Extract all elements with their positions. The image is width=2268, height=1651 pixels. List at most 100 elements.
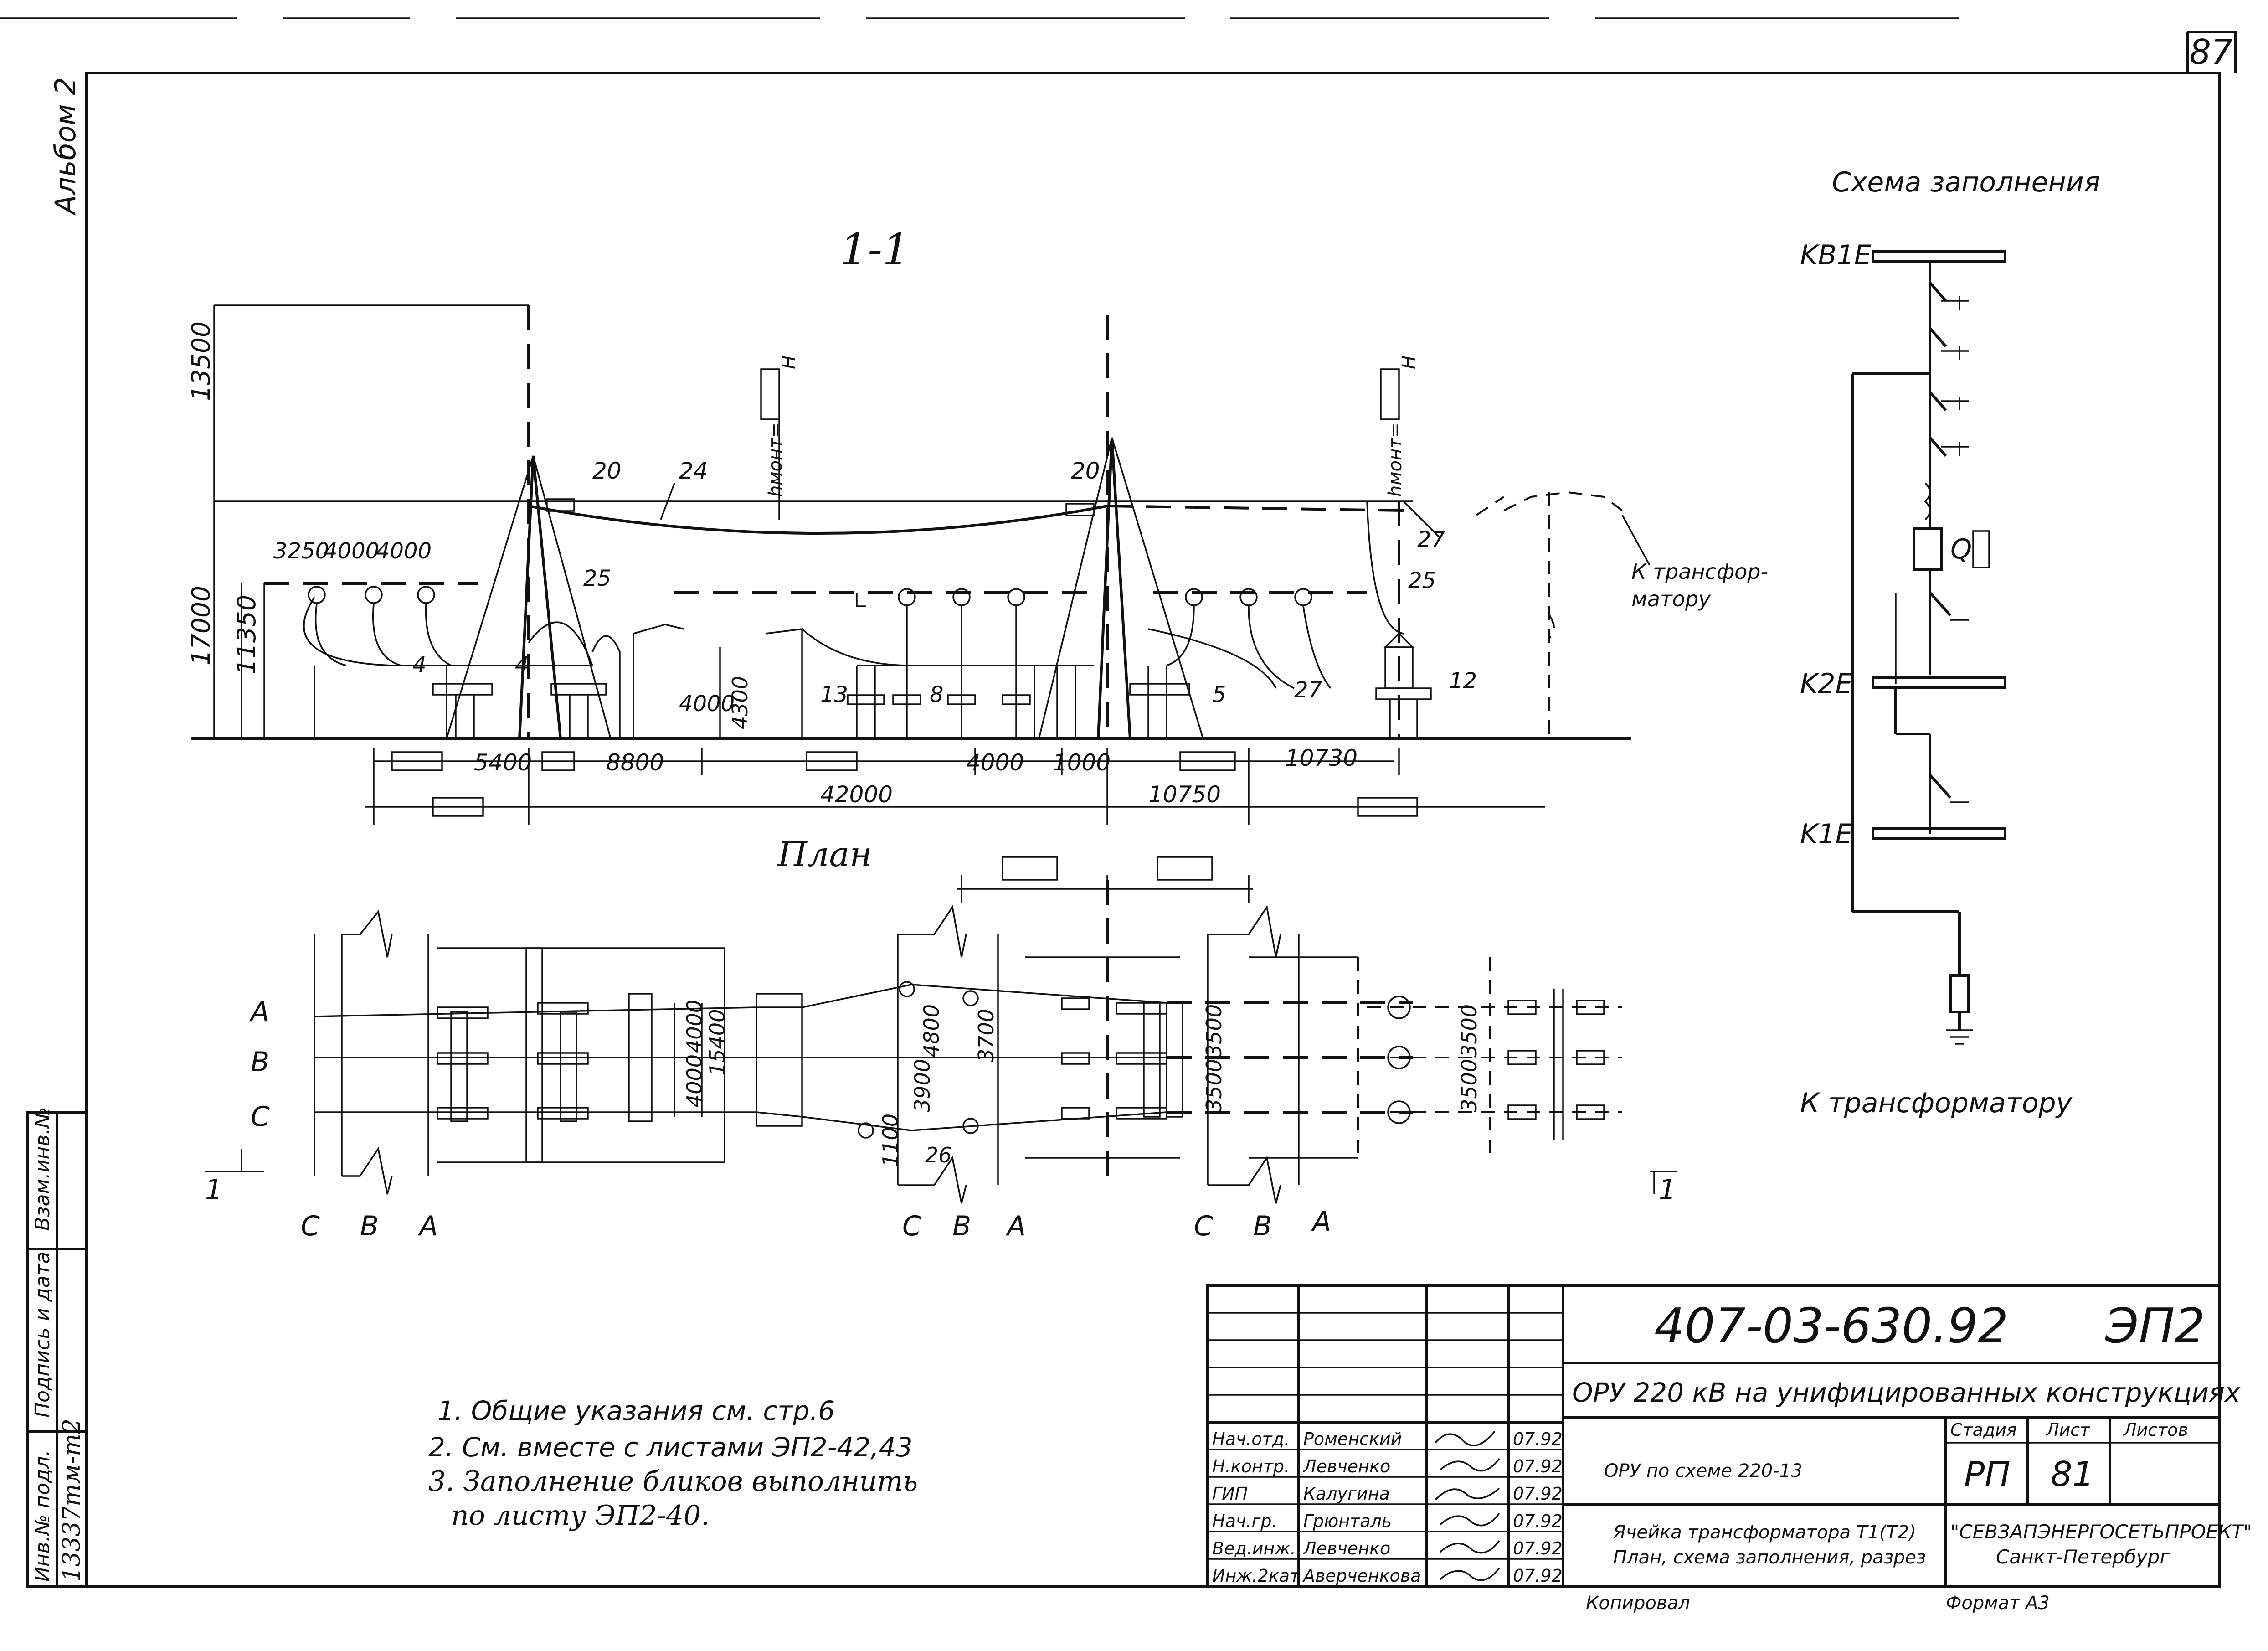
dim-4000b: 4000 xyxy=(376,538,432,564)
note-1: 1. Общие указания см. стр.6 xyxy=(437,1395,835,1426)
project-title: ОРУ 220 кВ на унифицированных конструкци… xyxy=(1572,1377,2241,1408)
wire-24 xyxy=(528,505,1108,535)
signer-rows: Нач.отд. Роменский 07.92 Н.контр. Левчен… xyxy=(1212,1429,1563,1586)
plan-callout-26: 26 xyxy=(925,1143,952,1167)
phase-bottom-3: A xyxy=(417,1210,438,1242)
phase-label-c: C xyxy=(251,1101,270,1133)
to-transformer-label: К трансформатору xyxy=(1800,1087,2073,1119)
bus-label-k2e: K2E xyxy=(1800,668,1853,700)
note-3: 3. Заполнение бликов выполнить xyxy=(428,1465,918,1497)
phase-bottom-2: B xyxy=(360,1210,379,1242)
section-mark-left: 1 xyxy=(205,1174,222,1206)
plan-dim-4800: 4800 xyxy=(919,1004,944,1058)
plan-dim-15400: 15400 xyxy=(705,1009,730,1076)
breaker-label-q: Q xyxy=(1950,533,1972,565)
section-mark-right: 1 xyxy=(1659,1174,1676,1206)
plan-title: План xyxy=(777,834,872,874)
dim-10750: 10750 xyxy=(1148,781,1221,808)
phase-bottom-4: C xyxy=(902,1210,921,1242)
sheet-header: Лист xyxy=(2045,1420,2091,1440)
plan-dim-1100: 1100 xyxy=(878,1114,903,1167)
signer-date-3: 07.92 xyxy=(1513,1484,1563,1504)
callout-13: 13 xyxy=(820,682,848,707)
plan-dim-3500b: 3500 xyxy=(1202,1059,1226,1112)
dim-42000: 42000 xyxy=(820,781,893,808)
dim-1000: 1000 xyxy=(1053,749,1111,776)
phase-bottom-9: A xyxy=(1311,1206,1331,1238)
signer-name-4: Грюнталь xyxy=(1303,1511,1392,1531)
footer-format: Формат А3 xyxy=(1946,1593,2050,1614)
sheet-title-1: Ячейка трансформатора Т1(Т2) xyxy=(1613,1522,1916,1543)
phase-bottom-5: B xyxy=(952,1210,971,1242)
single-line-scheme: Схема заполнения KB1E Q K2E K1E xyxy=(1800,166,2100,1119)
signer-name-1: Роменский xyxy=(1303,1429,1402,1449)
phase-bottom-1: C xyxy=(301,1210,320,1242)
dim-13500: 13500 xyxy=(186,321,216,401)
side-stamp-inv: Инв.№ подл. xyxy=(31,1450,54,1582)
signatures xyxy=(1435,1430,1500,1581)
plan-dim-3500c: 3500 xyxy=(1457,1004,1481,1058)
callout-25b: 25 xyxy=(1408,568,1436,593)
callout-5: 5 xyxy=(1212,682,1226,707)
org-name: "СЕВЗАПЭНЕРГОСЕТЬПРОЕКТ" xyxy=(1950,1521,2252,1543)
dim-4000a: 4000 xyxy=(324,538,379,564)
section-view: 13500 17000 11350 20 24 20 hмонт= H hмон… xyxy=(186,304,1768,825)
hmont-h-1: H xyxy=(779,356,800,369)
stage-header: Стадия xyxy=(1950,1420,2017,1440)
to-transformer-right-2: матору xyxy=(1631,587,1711,611)
album-label: Альбом 2 xyxy=(49,77,82,216)
signer-name-2: Левченко xyxy=(1302,1456,1390,1476)
dim-4000d: 4000 xyxy=(966,749,1024,776)
stage-value: РП xyxy=(1964,1454,2011,1494)
signer-role-2: Н.контр. xyxy=(1212,1456,1290,1476)
side-stamp-sign: Подпись и дата xyxy=(31,1252,54,1418)
signer-role-4: Нач.гр. xyxy=(1212,1511,1277,1531)
page-number: 87 xyxy=(2189,32,2233,72)
callout-24: 24 xyxy=(679,458,708,484)
dim-5400: 5400 xyxy=(474,749,532,776)
notes: 1. Общие указания см. стр.6 2. См. вмест… xyxy=(428,1395,918,1532)
plan-dim-4000a: 4000 xyxy=(682,1054,707,1108)
callout-4a: 4 xyxy=(515,652,529,678)
dim-17000: 17000 xyxy=(186,586,216,666)
phase-label-b: B xyxy=(251,1046,269,1078)
plan-view: 4000 4000 15400 4800 3700 3900 1100 26 3… xyxy=(205,856,1677,1242)
callout-25a: 25 xyxy=(583,566,611,591)
doc-mark: ЭП2 xyxy=(2105,1298,2205,1354)
plan-dim-3500a: 3500 xyxy=(1202,1004,1226,1058)
hmont-label-2: hмонт= xyxy=(1385,423,1406,497)
dim-4300: 4300 xyxy=(728,676,752,729)
schema-title: Схема заполнения xyxy=(1832,166,2100,198)
callout-20a: 20 xyxy=(592,458,622,484)
org-city: Санкт-Петербург xyxy=(1996,1546,2170,1568)
dim-10730: 10730 xyxy=(1285,745,1358,771)
signer-role-1: Нач.отд. xyxy=(1212,1429,1290,1449)
dim-3250: 3250 xyxy=(273,538,329,564)
dim-4000c: 4000 xyxy=(679,691,735,717)
to-transformer-right-1: К трансфор- xyxy=(1631,559,1768,584)
note-2: 2. См. вместе с листами ЭП2-42,43 xyxy=(428,1432,913,1463)
sheet-title-2: План, схема заполнения, разрез xyxy=(1613,1547,1926,1568)
hmont-h-2: H xyxy=(1399,356,1419,369)
doc-code: 407-03-630.92 xyxy=(1654,1298,2008,1354)
note-3-cont: по листу ЭП2-40. xyxy=(451,1500,710,1532)
dim-8800: 8800 xyxy=(606,749,664,776)
callout-8: 8 xyxy=(930,682,944,707)
sheets-header: Листов xyxy=(2123,1420,2188,1440)
dim-11350: 11350 xyxy=(232,595,261,675)
plan-dim-4000b: 4000 xyxy=(682,1000,707,1053)
callout-12: 12 xyxy=(1449,668,1477,694)
callout-20b: 20 xyxy=(1071,458,1100,484)
signer-role-6: Инж.2кат xyxy=(1212,1566,1301,1586)
callout-4b: 4 xyxy=(412,652,427,678)
signer-date-6: 07.92 xyxy=(1513,1566,1563,1586)
plan-dim-3500d: 3500 xyxy=(1457,1059,1481,1112)
sheet-value: 81 xyxy=(2051,1454,2094,1494)
footer-copied: Копировал xyxy=(1586,1593,1690,1614)
signer-role-3: ГИП xyxy=(1212,1484,1248,1504)
signer-name-6: Аверченкова xyxy=(1302,1566,1421,1586)
callout-27b: 27 xyxy=(1417,527,1445,552)
title-block: Нач.отд. Роменский 07.92 Н.контр. Левчен… xyxy=(1206,1284,2252,1588)
signer-date-2: 07.92 xyxy=(1513,1456,1563,1476)
signer-role-5: Вед.инж. xyxy=(1212,1538,1296,1558)
